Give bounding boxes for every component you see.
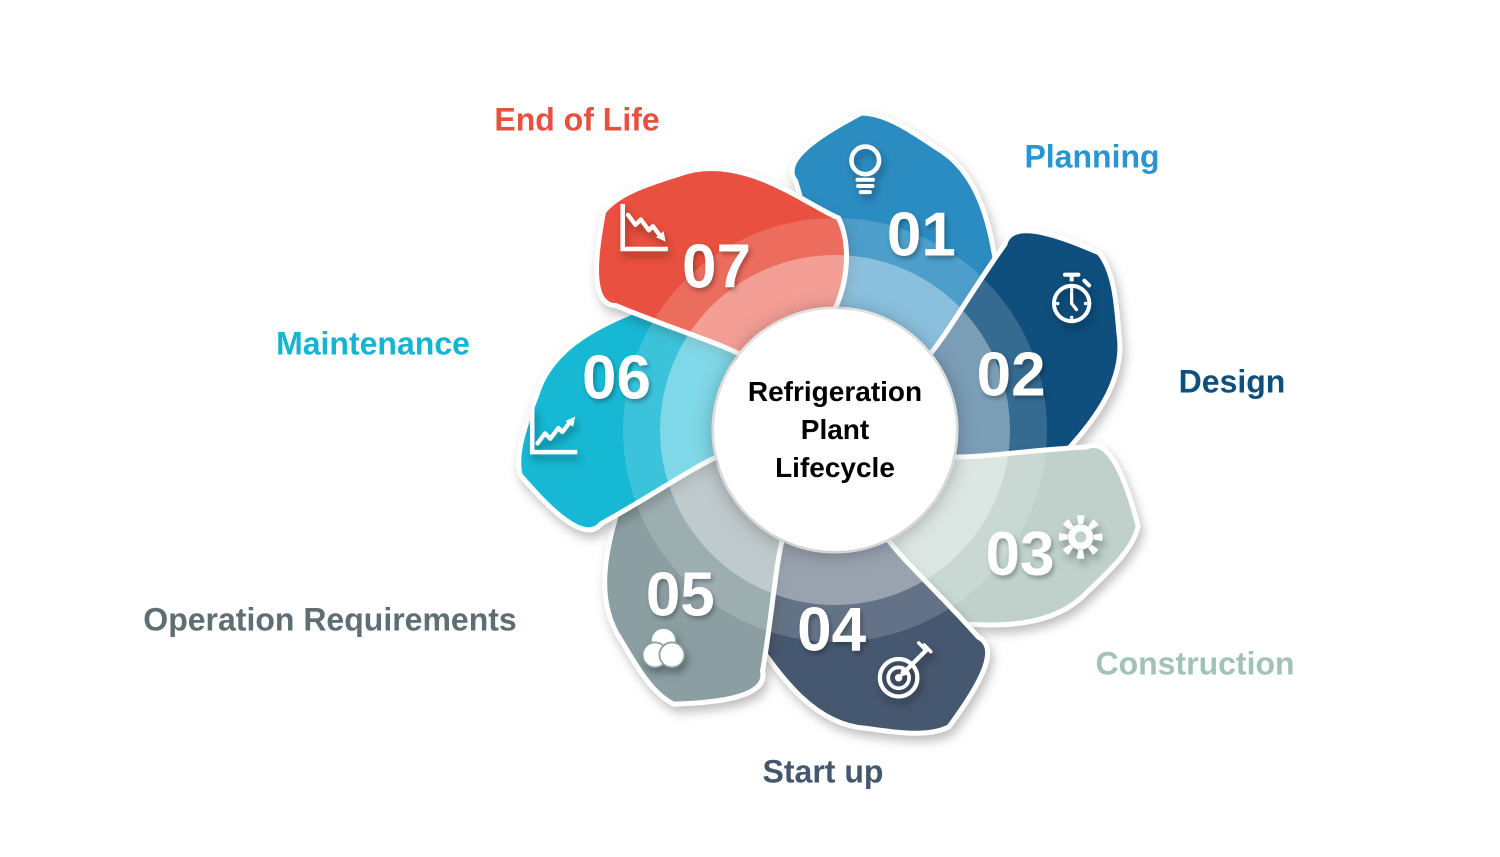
segment-number-03: 03 — [986, 520, 1055, 589]
segment-number-01: 01 — [887, 200, 956, 269]
segment-number-05: 05 — [646, 561, 715, 630]
venn-circles-icon — [641, 627, 686, 669]
chart-up-icon — [529, 406, 578, 455]
segment-number-07: 07 — [682, 233, 751, 302]
label-planning: Planning — [1024, 138, 1160, 175]
center-title-line-3: Lifecycle — [775, 452, 895, 483]
segment-number-02: 02 — [977, 341, 1046, 410]
target-arrow-icon — [877, 641, 933, 699]
center-title-line-2: Plant — [800, 414, 870, 445]
segment-number-06: 06 — [582, 343, 651, 412]
center-circle — [714, 309, 956, 551]
label-start-up: Start up — [762, 753, 884, 790]
outer-highlight-band — [623, 218, 1047, 642]
center-title-line-1: Refrigeration — [747, 376, 923, 407]
center-title: Refrigeration Plant Lifecycle — [710, 373, 960, 487]
label-maintenance: Maintenance — [276, 325, 470, 362]
label-operation-requirements: Operation Requirements — [143, 601, 517, 638]
label-design: Design — [1178, 363, 1286, 400]
segment-number-04: 04 — [797, 595, 866, 664]
inner-highlight-band — [660, 255, 1010, 605]
label-construction: Construction — [1095, 645, 1295, 682]
label-end-of-life: End of Life — [494, 101, 660, 138]
petal-end-of-life — [594, 166, 849, 357]
stopwatch-icon — [1051, 272, 1092, 324]
lightbulb-icon — [849, 144, 882, 195]
chart-down-icon — [620, 203, 668, 252]
gear-icon — [1058, 515, 1103, 559]
